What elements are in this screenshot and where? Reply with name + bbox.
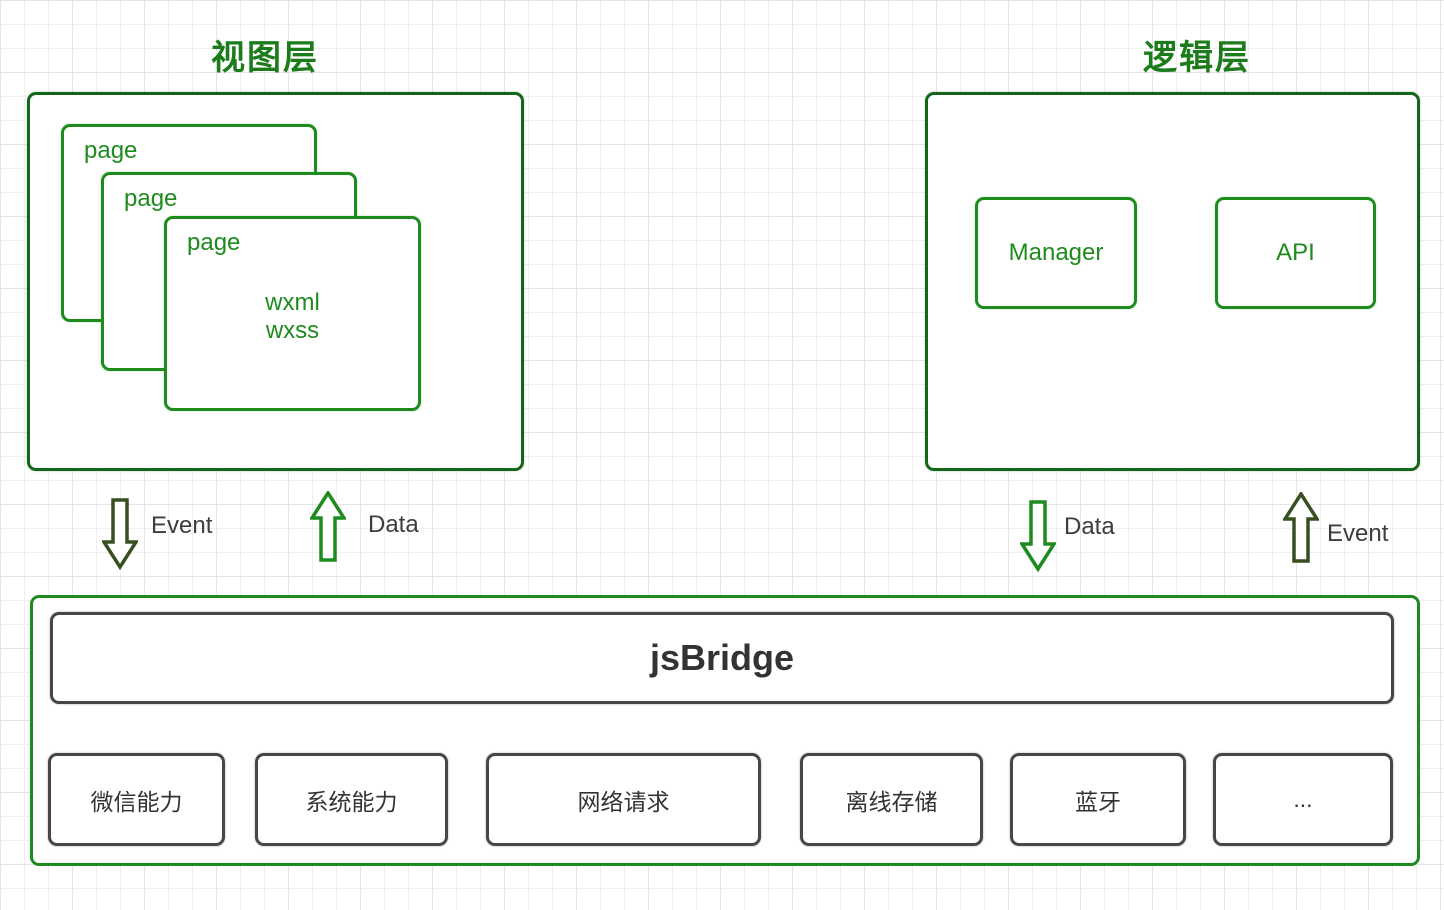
arrow-label-event-left: Event (151, 512, 213, 539)
view-layer-title: 视图层 (211, 39, 319, 77)
capability-label: 微信能力 (90, 788, 183, 815)
wxml-label: wxml (265, 289, 320, 316)
page-content: wxml wxss (167, 289, 418, 345)
page-box-3: page wxml wxss (164, 216, 421, 411)
page-label: page (124, 185, 178, 212)
logic-layer-title: 逻辑层 (1143, 39, 1251, 77)
capability-box-more: ... (1213, 753, 1393, 846)
arrow-label-data-right: Data (1064, 513, 1115, 540)
jsbridge-title: jsBridge (649, 637, 795, 678)
data-down-arrow-icon (1020, 500, 1056, 572)
manager-box: Manager (975, 197, 1137, 309)
event-up-arrow-icon (1283, 492, 1319, 564)
arrow-label-data-left: Data (368, 511, 419, 538)
capability-box-storage: 离线存储 (800, 753, 983, 846)
capability-label: 网络请求 (577, 788, 670, 815)
jsbridge-box: jsBridge (50, 612, 1394, 704)
page-label: page (187, 229, 241, 256)
capability-box-system: 系统能力 (255, 753, 448, 846)
capability-box-network: 网络请求 (486, 753, 761, 846)
wxss-label: wxss (265, 317, 320, 344)
api-box: API (1215, 197, 1376, 309)
capability-label: ... (1293, 786, 1313, 812)
api-label: API (1276, 239, 1315, 266)
data-up-arrow-icon (310, 491, 346, 563)
page-label: page (84, 137, 138, 164)
capability-label: 离线存储 (845, 788, 938, 815)
event-down-arrow-icon (102, 498, 138, 570)
arrow-label-event-right: Event (1327, 520, 1389, 547)
capability-label: 系统能力 (305, 788, 398, 815)
capability-label: 蓝牙 (1075, 788, 1121, 815)
manager-label: Manager (1008, 239, 1104, 266)
capability-box-wechat: 微信能力 (48, 753, 225, 846)
capability-box-bluetooth: 蓝牙 (1010, 753, 1186, 846)
